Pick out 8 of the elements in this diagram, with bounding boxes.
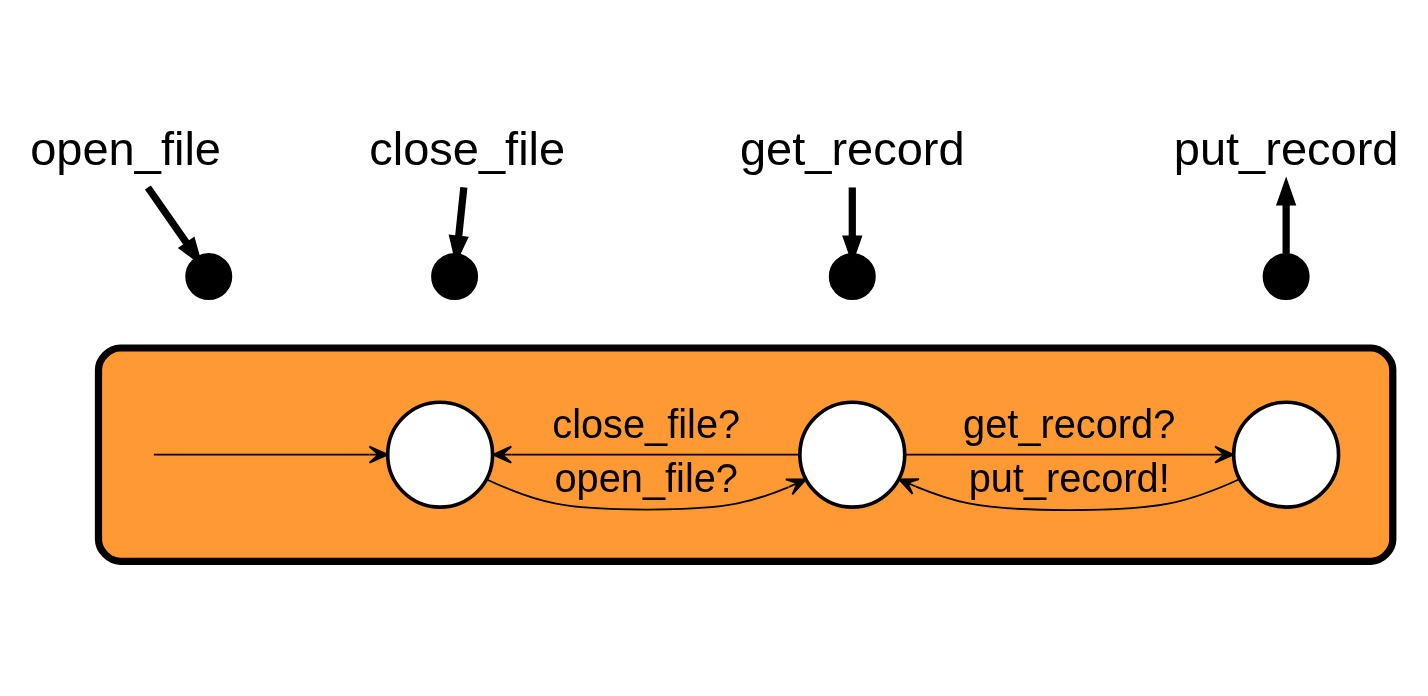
node-text: get_record bbox=[739, 122, 965, 176]
node-text: put_record bbox=[1173, 122, 1399, 176]
edge-label: close_file? bbox=[552, 401, 741, 446]
node-text: open_file bbox=[30, 122, 221, 176]
edge-label: open_file? bbox=[554, 455, 738, 500]
edge-label: get_record? bbox=[963, 401, 1176, 446]
edge-label: put_record! bbox=[968, 455, 1170, 500]
node-text: close_file bbox=[369, 122, 566, 176]
